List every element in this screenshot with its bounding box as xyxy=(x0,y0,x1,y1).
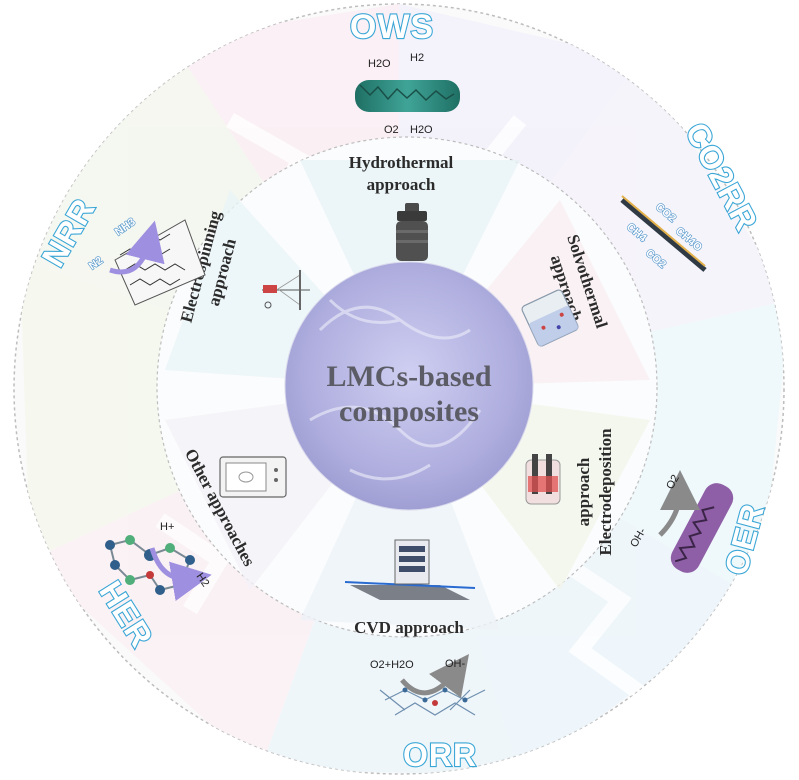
her-reaction-arrow xyxy=(149,547,212,602)
ows-species-2: H2 xyxy=(410,52,424,64)
hydrothermal-label-line1: Hydrothermal xyxy=(349,153,454,172)
orr-label: ORR xyxy=(403,737,477,773)
reactor-vessel-icon xyxy=(521,289,579,347)
center-title-line2: composites xyxy=(339,395,479,428)
ows-label: OWS xyxy=(350,8,434,46)
method-hydrothermal: Hydrothermal approach xyxy=(349,153,454,261)
electrodeposition-label-line1: approach xyxy=(574,457,593,526)
her-species-1: H+ xyxy=(160,521,174,533)
autoclave-icon xyxy=(396,203,428,261)
app-orr: ORR O2+H2O OH- xyxy=(370,654,486,774)
cvd-furnace-icon xyxy=(344,539,476,600)
hydrothermal-label-line2: approach xyxy=(367,175,436,194)
ows-catalyst-rod-icon xyxy=(355,80,460,112)
microwave-oven-icon xyxy=(219,456,287,498)
method-cvd: CVD approach xyxy=(344,539,476,637)
method-electrodeposition: approach Electrodeposition xyxy=(525,428,615,556)
orr-species-1: O2+H2O xyxy=(370,659,414,671)
ows-species-3: O2 xyxy=(384,124,399,136)
center-title-line1: LMCs-based xyxy=(326,360,491,393)
oer-nanorod-icon xyxy=(670,483,734,573)
ows-species-1: H2O xyxy=(368,58,391,70)
orr-species-2: OH- xyxy=(445,658,466,670)
center-disc: LMCs-based composites xyxy=(284,261,534,511)
co2rr-nanosheet-icon xyxy=(620,195,707,272)
cvd-label: CVD approach xyxy=(354,618,464,637)
orr-reaction-arrow xyxy=(400,654,470,699)
oer-reaction-arrow xyxy=(658,470,700,537)
electrochemical-cell-icon xyxy=(525,454,561,505)
electrodeposition-label-line2: Electrodeposition xyxy=(596,428,615,556)
nrr-reaction-arrow xyxy=(109,220,165,275)
app-ows: OWS H2O H2 O2 H2O xyxy=(349,7,460,136)
electrospinning-setup-icon xyxy=(262,270,310,310)
ows-species-4: H2O xyxy=(410,124,433,136)
